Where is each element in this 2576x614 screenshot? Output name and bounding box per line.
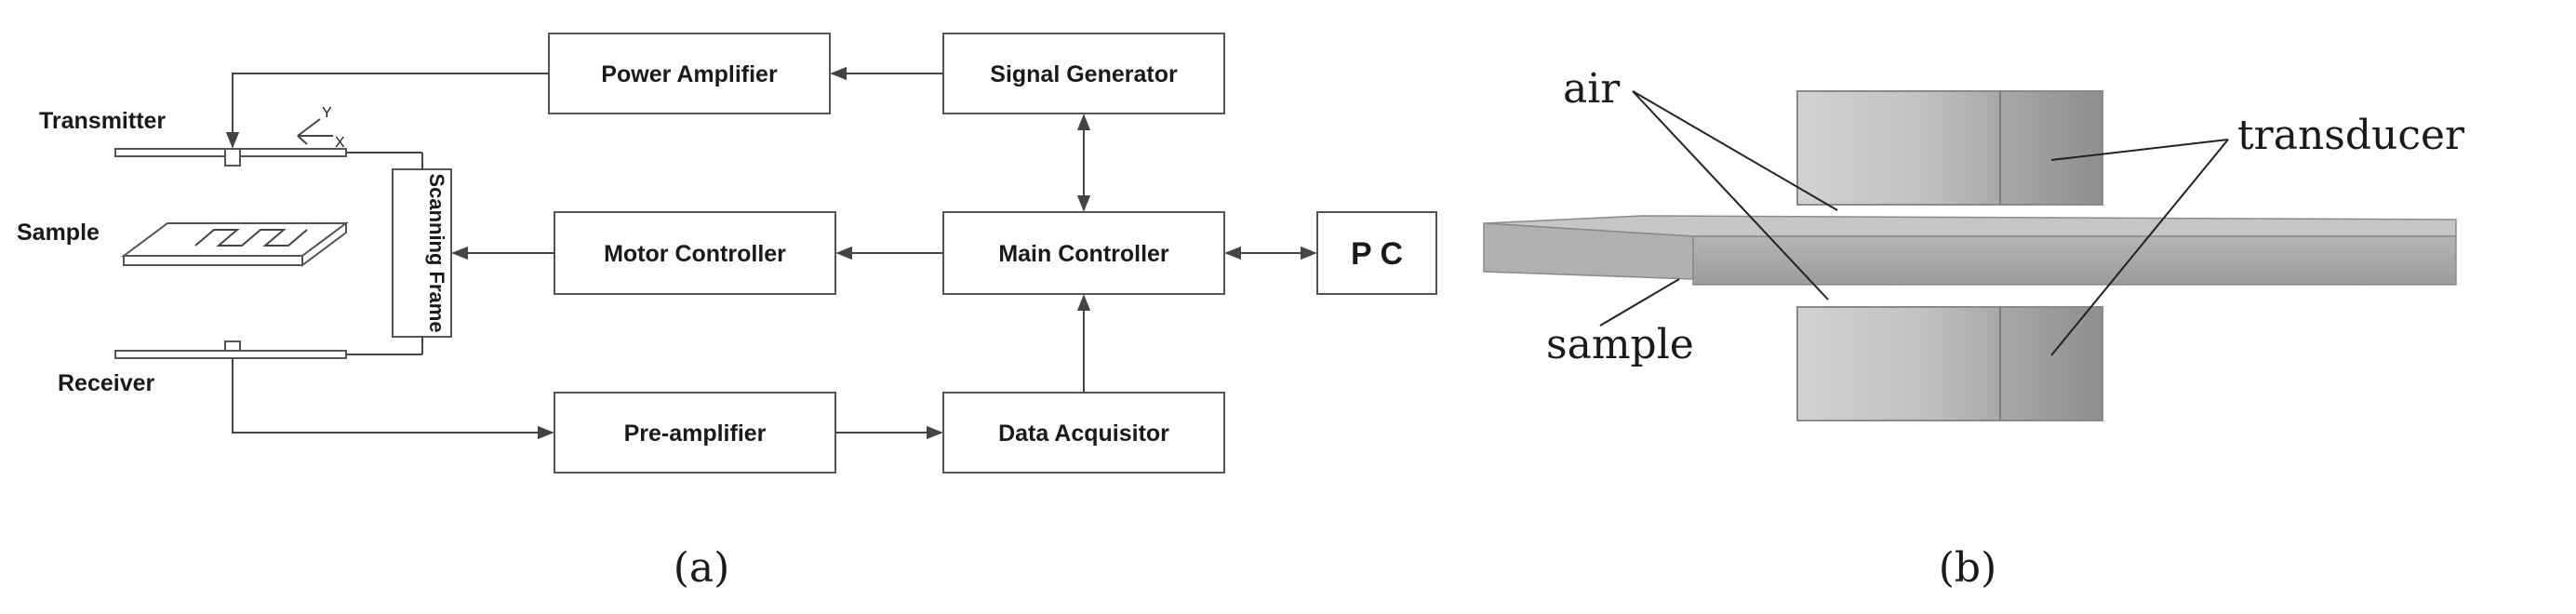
motor-controller-block: Motor Controller [554,211,836,295]
data-acquisitor-block: Data Acquisitor [942,392,1225,474]
sample-label-b: sample [1546,321,1694,368]
air-leader-bottom [1632,90,1829,300]
pc-block: P C [1316,211,1437,295]
receiver-label: Receiver [58,370,155,396]
sample-plate [120,221,350,267]
transmitter-probe [114,148,347,167]
transmitter-label: Transmitter [39,108,166,134]
connector-lines [225,66,1317,440]
main-controller-block: Main Controller [942,211,1225,295]
leader-lines [1599,90,2229,356]
pre-amplifier-label: Pre-amplifier [624,420,767,447]
sample-slab [1483,215,2457,286]
scanning-frame-label: Scanning Frame [425,173,448,332]
transducer-label: transducer [2237,112,2465,159]
lower-transducer [1796,306,2103,421]
sample-label: Sample [17,220,100,246]
air-leader-top [1632,90,1838,211]
upper-transducer [1796,90,2103,206]
signal-generator-label: Signal Generator [990,61,1178,87]
data-acquisitor-label: Data Acquisitor [998,420,1169,447]
main-controller-label: Main Controller [998,241,1169,267]
panel-a-block-diagram: Transmitter Y X Sample Receiver S [17,33,1437,592]
transducer-leader-bottom [2050,139,2229,356]
power-amplifier-label: Power Amplifier [601,61,778,87]
receiver-probe [114,340,347,359]
axis-y-label: Y [322,105,332,121]
panel-b-setup-illustration: air transducer sample (b) [1483,65,2465,592]
arrow-receiver-to-preamp [232,358,554,440]
xy-axis-icon [297,118,333,145]
panel-b-caption: (b) [1939,544,1997,592]
axis-x-label: X [335,135,345,151]
panel-a-caption: (a) [674,544,730,592]
scanning-frame-block: Scanning Frame [392,168,452,338]
motor-controller-label: Motor Controller [604,241,786,267]
scan-path-arrows [194,229,308,247]
pc-label: P C [1351,236,1403,272]
signal-generator-block: Signal Generator [942,33,1225,114]
power-amplifier-block: Power Amplifier [548,33,831,114]
air-label: air [1563,65,1621,113]
arrow-poweramp-to-transmitter [225,73,549,149]
sample-leader [1599,278,1680,327]
pre-amplifier-block: Pre-amplifier [554,392,836,474]
transducer-leader-top [2050,139,2229,161]
